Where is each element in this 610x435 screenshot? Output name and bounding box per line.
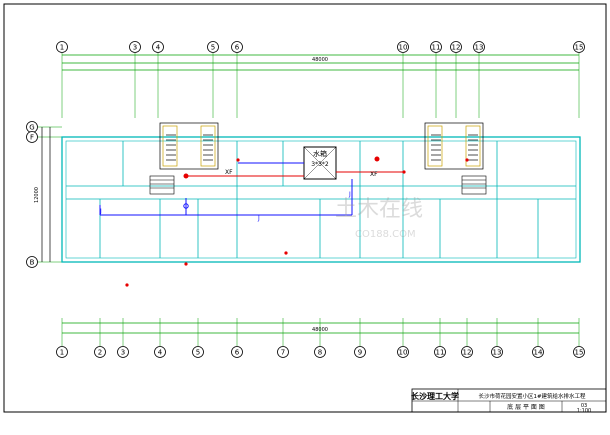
top-axis-10-label: 10 [399, 44, 408, 52]
top-axis-13-label: 13 [475, 44, 484, 52]
bottom-axis-5: 5 [192, 346, 204, 358]
water-tank-title: 水箱 [313, 149, 327, 158]
top-axis-10: 10 [397, 41, 409, 53]
stair-left [159, 122, 219, 170]
title-block-drawing-name: 底 层 平 面 图 [507, 403, 545, 411]
bottom-axis-11-label: 11 [436, 349, 445, 357]
bottom-axis-7-label: 7 [281, 349, 285, 357]
fixtures [125, 158, 469, 287]
bottom-axis-12: 12 [461, 346, 473, 358]
top-axis-1: 1 [56, 41, 68, 53]
title-block-sheet-no: 03 [581, 403, 587, 409]
bottom-axis-7: 7 [277, 346, 289, 358]
left-axis-G-label: G [29, 124, 34, 132]
bottom-axis-2: 2 [94, 346, 106, 358]
top-axis-5-label: 5 [211, 44, 215, 52]
bottom-axis-10: 10 [397, 346, 409, 358]
bottom-axis-6: 6 [231, 346, 243, 358]
top-axis-3-label: 3 [133, 44, 137, 52]
bottom-dimension-lines: 48000 [62, 322, 579, 334]
top-axis-11: 11 [430, 41, 442, 53]
left-axis-F-label: F [30, 134, 34, 142]
bottom-axis-5-label: 5 [196, 349, 200, 357]
bottom-axis-9: 9 [354, 346, 366, 358]
water-tank: 水箱 3*3*2 [303, 146, 337, 180]
stair-steps-lower [149, 175, 487, 195]
left-axis-F: F [26, 131, 38, 143]
bottom-axis-13: 13 [491, 346, 503, 358]
top-axis-5: 5 [207, 41, 219, 53]
xf-pipe-label-1: XF [225, 169, 233, 176]
top-axis-4: 4 [152, 41, 164, 53]
j-pipe-label-3: J [99, 208, 102, 215]
left-axis-B-label: B [30, 259, 35, 267]
bottom-axis-12-label: 12 [463, 349, 472, 357]
j-pipe-label-1: J [257, 215, 260, 222]
top-axis-3: 3 [129, 41, 141, 53]
building-walls [61, 136, 581, 263]
top-axis-6: 6 [231, 41, 243, 53]
bottom-axis-8: 8 [314, 346, 326, 358]
top-total-dimension: 48000 [312, 57, 328, 63]
watermark-text: 土木在线 [335, 197, 423, 222]
page-frame [3, 3, 607, 413]
top-dimension-lines: 48000 [62, 54, 579, 71]
bottom-axis-1: 1 [56, 346, 68, 358]
bottom-axis-9-label: 9 [358, 349, 362, 357]
top-axis-12-label: 12 [452, 44, 461, 52]
top-axis-11-label: 11 [432, 44, 441, 52]
bottom-axis-14-label: 14 [534, 349, 543, 357]
bottom-axis-11: 11 [434, 346, 446, 358]
watermark: 土木在线 CO188.COM [335, 197, 423, 240]
title-block-scale: 1:100 [577, 408, 591, 414]
left-total-dimension: 12000 [34, 187, 40, 203]
bottom-axis-8-label: 8 [318, 349, 322, 357]
bottom-axis-10-label: 10 [399, 349, 408, 357]
bottom-axis-2-label: 2 [98, 349, 102, 357]
top-axis-15-label: 15 [575, 44, 584, 52]
bottom-axis-4-label: 4 [158, 349, 163, 357]
watermark-url: CO188.COM [355, 229, 416, 240]
top-axis-4-label: 4 [156, 44, 161, 52]
bottom-axis-6-label: 6 [235, 349, 240, 357]
xf-pipe [183, 156, 405, 179]
bottom-axis-3: 3 [117, 346, 129, 358]
left-axis-bubbles: GF B [26, 121, 62, 268]
xf-pipe-label-2: XF [370, 171, 378, 178]
title-block-university: 长沙理工大学 [411, 391, 459, 401]
bottom-axis-3-label: 3 [121, 349, 125, 357]
title-block-project: 长沙市荷花园安置小区1#建筑给水排水工程 [478, 392, 586, 400]
left-axis-G: G [26, 121, 38, 133]
bottom-axis-15: 15 [573, 346, 585, 358]
j-pipe [99, 162, 353, 216]
left-axis-B: B [26, 256, 38, 268]
top-axis-12: 12 [450, 41, 462, 53]
top-axis-1-label: 1 [60, 44, 64, 52]
bottom-axis-4: 4 [154, 346, 166, 358]
top-axis-6-label: 6 [235, 44, 240, 52]
top-axis-13: 13 [473, 41, 485, 53]
stair-right [424, 122, 484, 170]
bottom-axis-1-label: 1 [60, 349, 64, 357]
title-block: 长沙理工大学 长沙市荷花园安置小区1#建筑给水排水工程 底 层 平 面 图 03… [411, 388, 607, 414]
bottom-axis-15-label: 15 [575, 349, 584, 357]
bottom-axis-14: 14 [532, 346, 544, 358]
water-tank-size: 3*3*2 [311, 161, 329, 168]
top-axis-15: 15 [573, 41, 585, 53]
bottom-axis-13-label: 13 [493, 349, 502, 357]
j-pipe-label-2: J [348, 191, 351, 198]
left-dimension-lines: 12000 [34, 127, 51, 262]
